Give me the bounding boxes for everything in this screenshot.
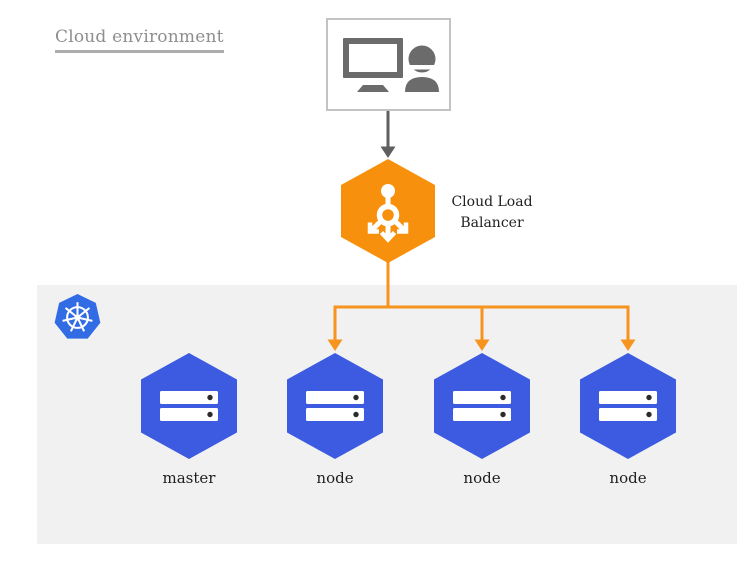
client-box [326, 18, 451, 111]
load-balancer-label: Cloud Load Balancer [451, 194, 533, 231]
cloud-load-balancer-hexagon [341, 159, 435, 263]
monitor-user-icon [342, 37, 439, 92]
node-label: node [463, 469, 501, 487]
server-icon [306, 391, 364, 421]
server-icon [453, 391, 511, 421]
node-label-master: master [162, 469, 216, 487]
server-icon [160, 391, 218, 421]
page-title: Cloud environment [55, 27, 224, 53]
load-balancer-icon [367, 184, 409, 243]
server-icon [599, 391, 657, 421]
kubernetes-helm-icon [54, 294, 101, 339]
node-label: node [316, 469, 354, 487]
client-to-loadbalancer-arrow [380, 110, 396, 158]
node-label: node [609, 469, 647, 487]
